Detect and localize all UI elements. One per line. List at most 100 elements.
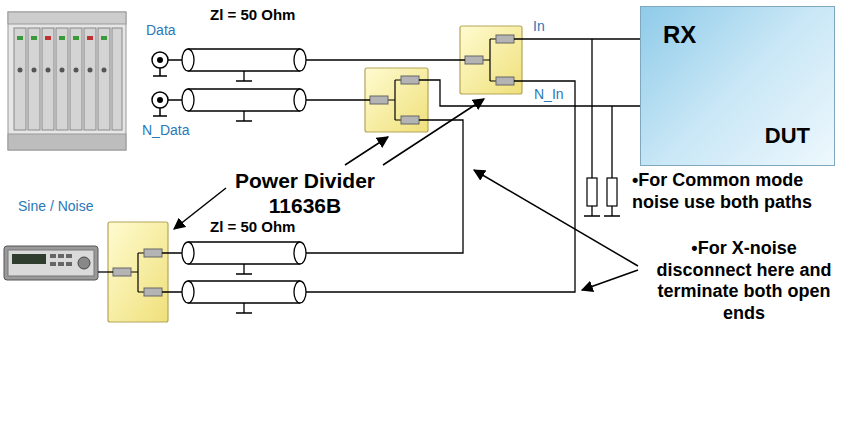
signal-wire [98, 271, 113, 272]
divider-resistor [401, 76, 419, 84]
signal-wire [592, 39, 612, 178]
instrument-illustration [8, 134, 126, 150]
generator-illustration [66, 254, 72, 258]
impedance-label: Zl = 50 Ohm [210, 6, 295, 24]
termination-resistor [587, 178, 617, 206]
callout-arrow [383, 99, 484, 165]
generator-illustration [50, 262, 56, 266]
instrument-illustration [56, 28, 68, 130]
instrument-illustration [84, 28, 96, 130]
instrument-illustration [46, 68, 51, 73]
instrument-illustration [102, 68, 107, 73]
instrument-illustration [73, 36, 79, 40]
generator-illustration [8, 250, 94, 276]
divider-wiring [388, 80, 401, 120]
divider-resistor [465, 56, 483, 64]
coax-connector [153, 108, 167, 116]
termination-resistor [587, 178, 597, 206]
divider-resistor [370, 96, 388, 104]
divider-resistor [144, 288, 162, 296]
instrument-illustration [32, 68, 37, 73]
signal-label: N_In [534, 86, 564, 103]
signal-wire [162, 120, 463, 253]
coax-connector [153, 68, 167, 76]
device-box: RX DUT [640, 6, 835, 166]
callout-arrow [174, 99, 638, 290]
signal-wire [514, 38, 640, 39]
divider-wiring [131, 253, 144, 292]
divider-resistor [144, 249, 162, 257]
instrument-illustration [59, 36, 65, 40]
callout-arrow [474, 170, 638, 266]
signal-wire [98, 39, 640, 292]
coax-connector [152, 52, 168, 116]
termination-resistor [607, 178, 617, 206]
instrument-illustration [45, 36, 51, 40]
power-divider [108, 26, 522, 322]
instrument-illustration [60, 68, 65, 73]
instrument-illustration [87, 36, 93, 40]
power-divider [365, 68, 428, 132]
instrument-illustration [8, 12, 126, 150]
power-divider [108, 222, 168, 322]
connector-pin [157, 97, 163, 103]
signal-wire [162, 81, 575, 292]
generator-illustration [58, 262, 64, 266]
signal-label: N_Data [142, 122, 189, 139]
coax-cable [182, 281, 194, 303]
note-text: •For X-noise disconnect here and termina… [644, 238, 844, 324]
signal-label: Data [146, 22, 176, 39]
coax-cable [182, 89, 194, 111]
coax-connector [152, 52, 168, 68]
generator-illustration [4, 246, 98, 280]
coax-cable [188, 281, 300, 313]
instrument-illustration [8, 12, 126, 150]
node-subtitle: DUT [765, 123, 810, 149]
generator-illustration [66, 262, 72, 266]
instrument-illustration [17, 36, 23, 40]
generator-illustration [4, 246, 98, 280]
instrument-illustration [31, 36, 37, 40]
generator-illustration [58, 254, 64, 258]
signal-wire [419, 80, 640, 106]
divider-resistor [113, 35, 514, 296]
coax-cable [294, 89, 306, 111]
instrument-illustration [74, 68, 79, 73]
connector-pin [157, 57, 163, 63]
coax-connector [152, 92, 168, 108]
divider-resistor [401, 116, 419, 124]
divider-resistor [496, 77, 514, 85]
generator-illustration [50, 254, 56, 258]
coax-cable [188, 242, 300, 274]
coax-cable [294, 281, 306, 303]
instrument-illustration [8, 12, 126, 24]
callout-label: Power Divider 11636B [220, 168, 390, 218]
instrument-illustration [112, 28, 122, 130]
divider-wiring [131, 39, 496, 292]
signal-wire [584, 206, 620, 216]
node-title: RX [663, 21, 696, 49]
divider-resistor [113, 268, 131, 276]
coax-cable [182, 242, 194, 264]
coax-cable [188, 89, 300, 121]
divider-resistor [496, 35, 514, 43]
power-divider [460, 26, 522, 94]
instrument-illustration [18, 68, 23, 73]
generator-illustration [78, 257, 90, 269]
coax-cable [182, 49, 194, 71]
callout-arrow [345, 137, 388, 165]
coax-cable [188, 49, 300, 81]
note-text: •For Common mode noise use both paths [632, 170, 842, 213]
instrument-illustration [98, 28, 110, 130]
instrument-illustration [70, 28, 82, 130]
instrument-illustration [42, 28, 54, 130]
instrument-illustration [14, 28, 26, 130]
signal-label: Sine / Noise [18, 198, 93, 215]
instrument-illustration [88, 68, 93, 73]
coax-cable [294, 49, 306, 71]
coax-cable [294, 242, 306, 264]
signal-wire [168, 99, 370, 100]
connector-pin [157, 57, 163, 103]
instrument-illustration [101, 36, 107, 40]
